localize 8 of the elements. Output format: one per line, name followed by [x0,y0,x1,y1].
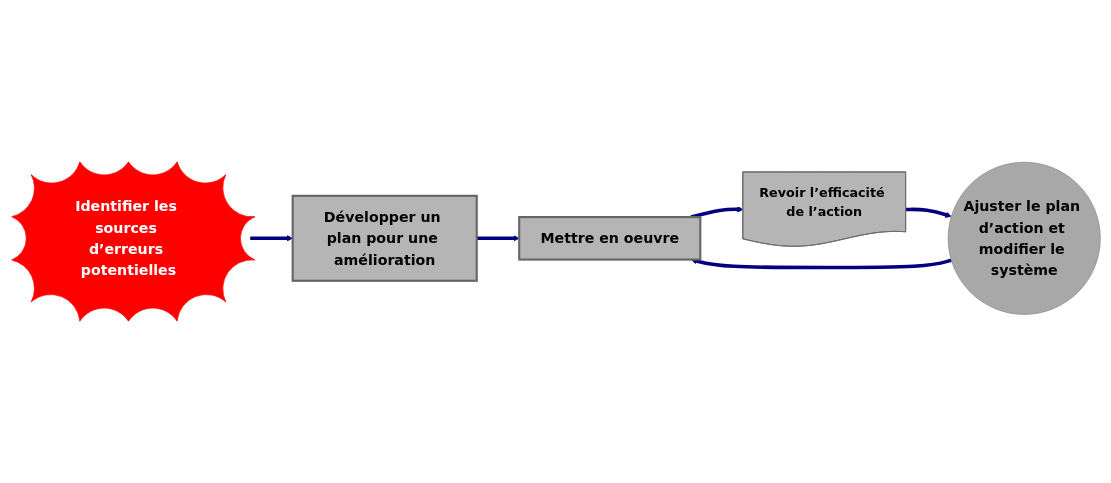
node-circle: Ajuster le plan d’action et modifier le système [947,161,1101,315]
node-box: Mettre en oeuvre [517,216,701,261]
arrow [690,206,743,219]
arrow [476,235,519,242]
arrow [690,257,952,270]
arrow [905,207,952,218]
node-box: Développer un plan pour une amélioration [291,194,478,282]
arrow [249,235,293,242]
